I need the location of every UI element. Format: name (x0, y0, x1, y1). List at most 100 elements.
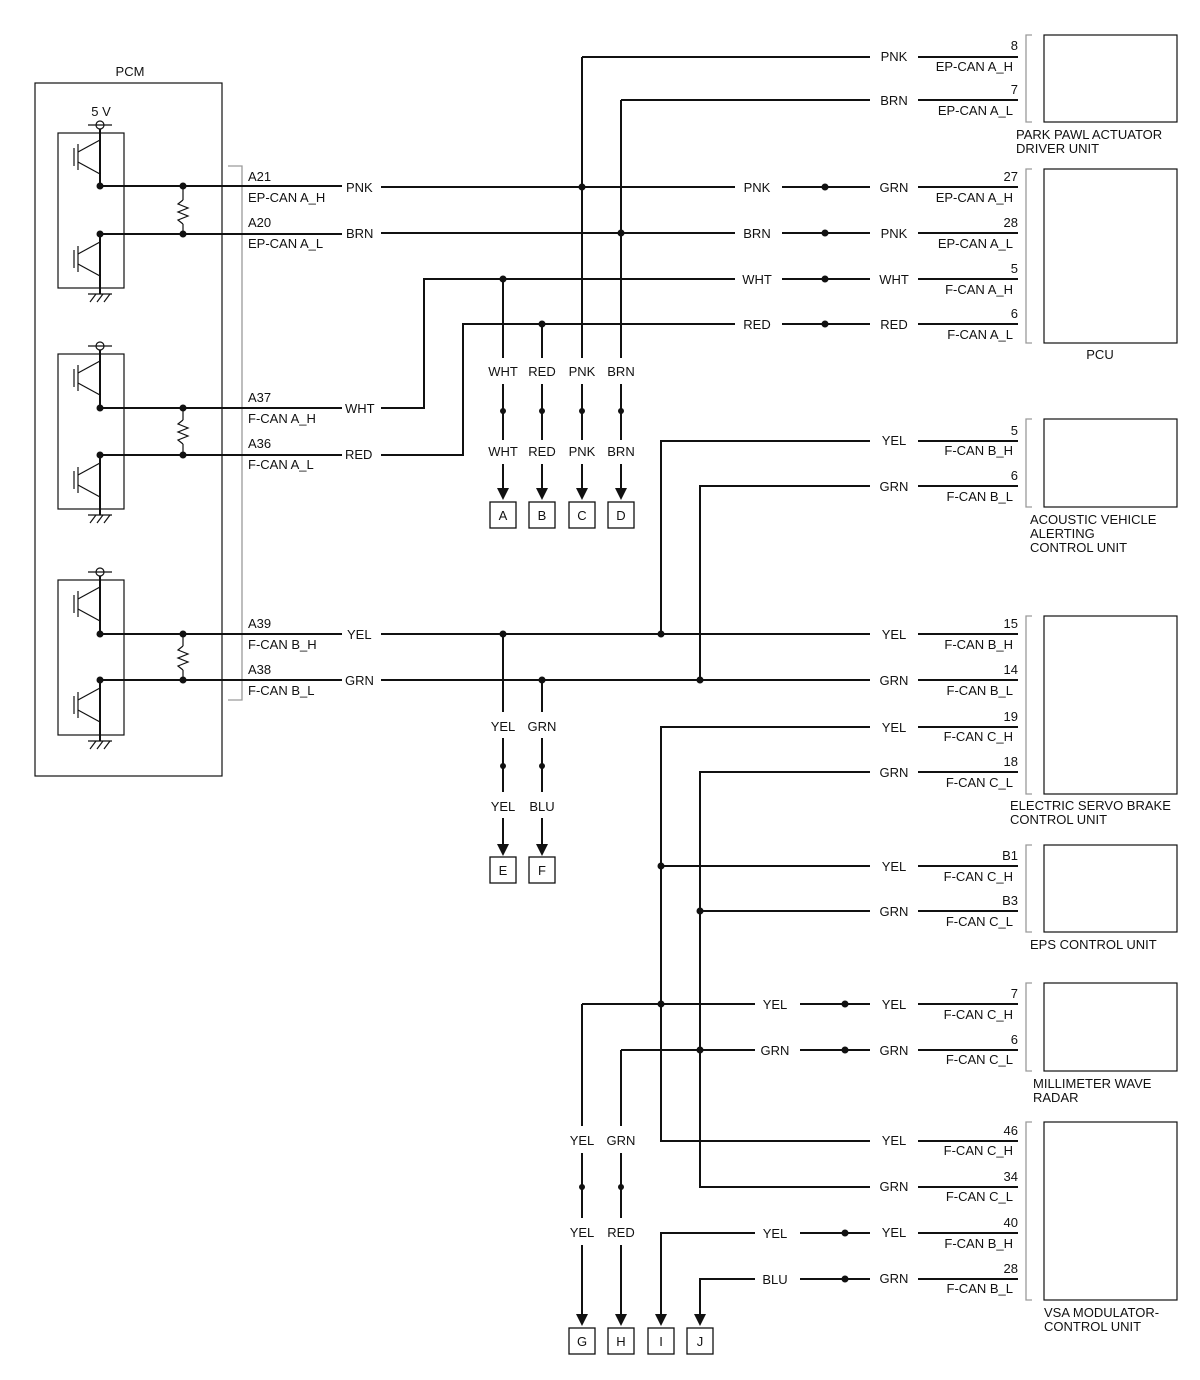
pcm-transceiver-2 (57, 341, 190, 524)
label-units-5-terminals-1-pin: 6 (1011, 1032, 1018, 1047)
label-pcm-pins-2-pin: A37 (248, 390, 271, 405)
label-drops-7-bottom: RED (607, 1225, 634, 1240)
label-drops-3-bottom: BRN (607, 444, 634, 459)
label-units-1-terminals-0-signal: EP-CAN A_H (936, 190, 1013, 205)
label-drops-1-top: RED (528, 364, 555, 379)
label-pcm-pins-2-wire: WHT (345, 401, 375, 416)
pcm-title: PCM (116, 64, 145, 79)
label-units-3-name_l1: ELECTRIC SERVO BRAKE (1010, 798, 1171, 813)
label-pcm-pins-4-signal: F-CAN B_H (248, 637, 317, 652)
label-units-3-terminals-0-pin: 15 (1004, 616, 1018, 631)
label-units-6-name_l2: CONTROL UNIT (1044, 1319, 1141, 1334)
label-drops-5-bottom: BLU (529, 799, 554, 814)
units-layer: PNK 8 EP-CAN A_H BRN 7 EP-CAN A_L PARK P… (879, 34, 1178, 1334)
label-drops-2-bottom: PNK (569, 444, 596, 459)
label-units-2-terminals-1-wire: GRN (880, 479, 909, 494)
svg-text:VSA MODULATOR-CONTROL UNIT: VSA MODULATOR-CONTROL UNIT (1044, 1305, 1159, 1334)
label-units-6-terminals-2-wire_left: YEL (763, 1226, 788, 1241)
label-pcm-pins-3-signal: F-CAN A_L (248, 457, 314, 472)
label-pcm-pins-5-signal: F-CAN B_L (248, 683, 314, 698)
label-units-0-terminals-0-signal: EP-CAN A_H (936, 59, 1013, 74)
label-units-0-terminals-1-signal: EP-CAN A_L (938, 103, 1013, 118)
label-drops-3-top: BRN (607, 364, 634, 379)
label-drops-2-connector: C (577, 508, 586, 523)
label-units-5-terminals-1-signal: F-CAN C_L (946, 1052, 1013, 1067)
label-units-6-terminals-3-wire: GRN (880, 1271, 909, 1286)
connector-j: J (686, 1327, 714, 1355)
label-units-2-terminals-1-pin: 6 (1011, 468, 1018, 483)
pcm-pin-labels: A21 EP-CAN A_H PNK A20 EP-CAN A_L BRN A3… (248, 169, 375, 698)
label-units-1-terminals-2-wire_left: WHT (742, 272, 772, 287)
label-units-6-name_l1: VSA MODULATOR- (1044, 1305, 1159, 1320)
connector-boxes: A B C D E F G H I J (489, 501, 714, 1355)
label-drops-8-connector: I (659, 1334, 663, 1349)
label-pcm-pins-0-signal: EP-CAN A_H (248, 190, 325, 205)
label-units-2-terminals-0-signal: F-CAN B_H (944, 443, 1013, 458)
label-drops-7-connector: H (616, 1334, 625, 1349)
label-units-2-terminals-0-wire: YEL (882, 433, 907, 448)
label-units-3-terminals-3-signal: F-CAN C_L (946, 775, 1013, 790)
label-drops-4-connector: E (499, 863, 508, 878)
label-units-1-terminals-3-pin: 6 (1011, 306, 1018, 321)
label-units-3-terminals-0-wire: YEL (882, 627, 907, 642)
label-units-5-terminals-1-wire: GRN (880, 1043, 909, 1058)
wiring (100, 56, 1018, 1316)
label-units-1-terminals-3-wire: RED (880, 317, 907, 332)
unit-name-line: PARK PAWL ACTUATOR (1016, 127, 1162, 142)
label-units-6-terminals-0-pin: 46 (1004, 1123, 1018, 1138)
label-pcm-pins-0-wire: PNK (346, 180, 373, 195)
label-units-6-terminals-1-wire: GRN (880, 1179, 909, 1194)
label-units-1-terminals-1-wire_left: BRN (743, 226, 770, 241)
label-units-1-terminals-0-pin: 27 (1004, 169, 1018, 184)
label-pcm-pins-3-pin: A36 (248, 436, 271, 451)
label-units-2-name_l3: CONTROL UNIT (1030, 540, 1127, 555)
label-units-6-terminals-2-pin: 40 (1004, 1215, 1018, 1230)
label-pcm-pins-3-wire: RED (345, 447, 372, 462)
label-units-0-terminals-1-wire: BRN (880, 93, 907, 108)
connector-h: H (607, 1327, 635, 1355)
connector-b: B (528, 501, 556, 529)
label-units-3-terminals-1-pin: 14 (1004, 662, 1018, 677)
label-units-4-terminals-1-wire: GRN (880, 904, 909, 919)
pcm-transceiver-1 (57, 120, 190, 303)
label-units-6-terminals-3-signal: F-CAN B_L (947, 1281, 1013, 1296)
unit-vsa-modulator: YEL 46 F-CAN C_H GRN 34 F-CAN C_L YEL 40… (880, 1121, 1178, 1334)
label-units-3-terminals-1-signal: F-CAN B_L (947, 683, 1013, 698)
label-units-1-terminals-1-pin: 28 (1004, 215, 1018, 230)
label-pcm-pins-5-pin: A38 (248, 662, 271, 677)
label-units-6-terminals-2-wire: YEL (882, 1225, 907, 1240)
label-units-1-terminals-3-signal: F-CAN A_L (947, 327, 1013, 342)
label-units-2-name_l2: ALERTING (1030, 526, 1095, 541)
label-drops-6-connector: G (577, 1334, 587, 1349)
label-units-6-terminals-0-wire: YEL (882, 1133, 907, 1148)
label-drops-6-top: YEL (570, 1133, 595, 1148)
pcm-supply-label: 5 V (91, 104, 111, 119)
label-units-3-terminals-3-wire: GRN (880, 765, 909, 780)
connector-arrows (497, 488, 706, 1326)
label-units-1-terminals-0-wire: GRN (880, 180, 909, 195)
connector-i: I (647, 1327, 675, 1355)
label-units-4-name_l1: EPS CONTROL UNIT (1030, 937, 1157, 952)
connector-e: E (489, 856, 517, 884)
pcm-block: PCM 5 V (34, 64, 243, 777)
label-units-1-name_l1: PCU (1086, 347, 1113, 362)
unit-millimeter-wave-radar: YEL 7 F-CAN C_H GRN 6 F-CAN C_L MILLIMET… (880, 982, 1178, 1105)
pcm-connector-bracket (228, 165, 243, 701)
pcm-box (34, 82, 223, 777)
label-units-1-terminals-0-wire_left: PNK (744, 180, 771, 195)
label-pcm-pins-5-wire: GRN (345, 673, 374, 688)
connector-g: G (568, 1327, 596, 1355)
label-units-5-terminals-1-wire_left: GRN (761, 1043, 790, 1058)
label-units-2-terminals-0-pin: 5 (1011, 423, 1018, 438)
label-units-6-terminals-3-wire_left: BLU (762, 1272, 787, 1287)
label-pcm-pins-1-wire: BRN (346, 226, 373, 241)
label-units-6-terminals-1-pin: 34 (1004, 1169, 1018, 1184)
label-units-4-terminals-1-signal: F-CAN C_L (946, 914, 1013, 929)
junction-dots (96, 182, 849, 1283)
label-units-3-terminals-2-signal: F-CAN C_H (944, 729, 1013, 744)
wire-labels-left: PNK BRN WHT RED YEL GRN YEL BLU (742, 180, 789, 1287)
label-units-1-terminals-2-pin: 5 (1011, 261, 1018, 276)
label-units-5-terminals-0-wire_left: YEL (763, 997, 788, 1012)
connector-a: A (489, 501, 517, 529)
